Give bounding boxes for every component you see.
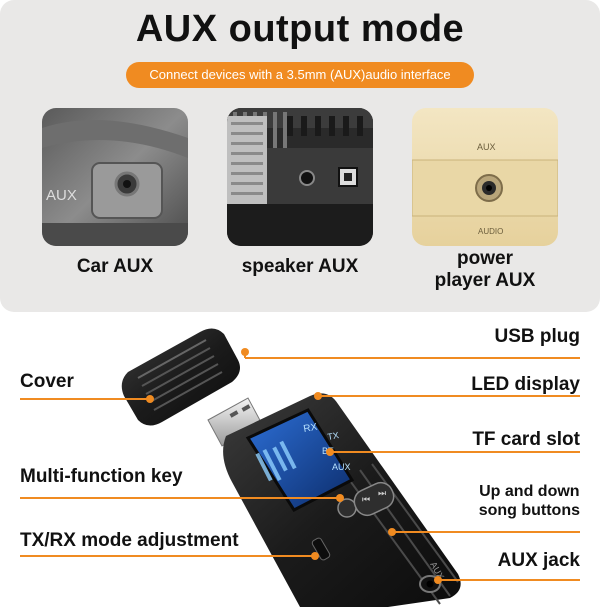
prev-song-icon: ⏮ [362,495,370,505]
player-aux-caption-line2: player AUX [434,270,536,291]
song-buttons[interactable]: ⏮ ⏭ [350,479,397,519]
speaker-aux-photo [227,108,373,246]
page-title: AUX output mode [135,8,465,50]
speaker-aux-caption: speaker AUX [241,256,359,277]
song-buttons-label: Up and down song buttons [479,482,580,520]
player-aux-photo: AUX AUDIO [412,108,558,246]
screen-tx-text: TX [327,430,340,442]
bluetooth-adapter-illustration: RX TX BT AUX ⏮ ⏭ AUX [20,328,580,607]
player-audio-text: AUDIO [478,227,503,236]
tf-card-slot-label: TF card slot [472,429,580,450]
cover-cap [121,328,240,426]
next-song-icon: ⏭ [378,489,386,499]
player-aux-caption-line1: power [457,248,513,269]
aux-text: AUX [46,187,77,204]
screen-aux-text: AUX [332,462,351,472]
cover-label: Cover [20,371,74,392]
led-display-label: LED display [471,374,580,395]
car-aux-caption: Car AUX [76,256,154,277]
car-aux-photo: AUX [42,108,188,246]
player-aux-caption: power player AUX [412,248,558,292]
song-buttons-label-line1: Up and down [479,483,580,500]
screen-rx-text: RX [303,422,319,435]
song-buttons-label-line2: song buttons [478,502,580,519]
tx-rx-mode-label: TX/RX mode adjustment [20,530,239,551]
subtitle-badge: Connect devices with a 3.5mm (AUX)audio … [126,62,474,88]
usb-plug-label: USB plug [494,326,581,347]
aux-jack-label: AUX jack [497,550,580,571]
player-aux-text: AUX [477,142,496,152]
multi-function-key-label: Multi-function key [20,466,183,487]
mode-switch[interactable] [311,537,331,561]
